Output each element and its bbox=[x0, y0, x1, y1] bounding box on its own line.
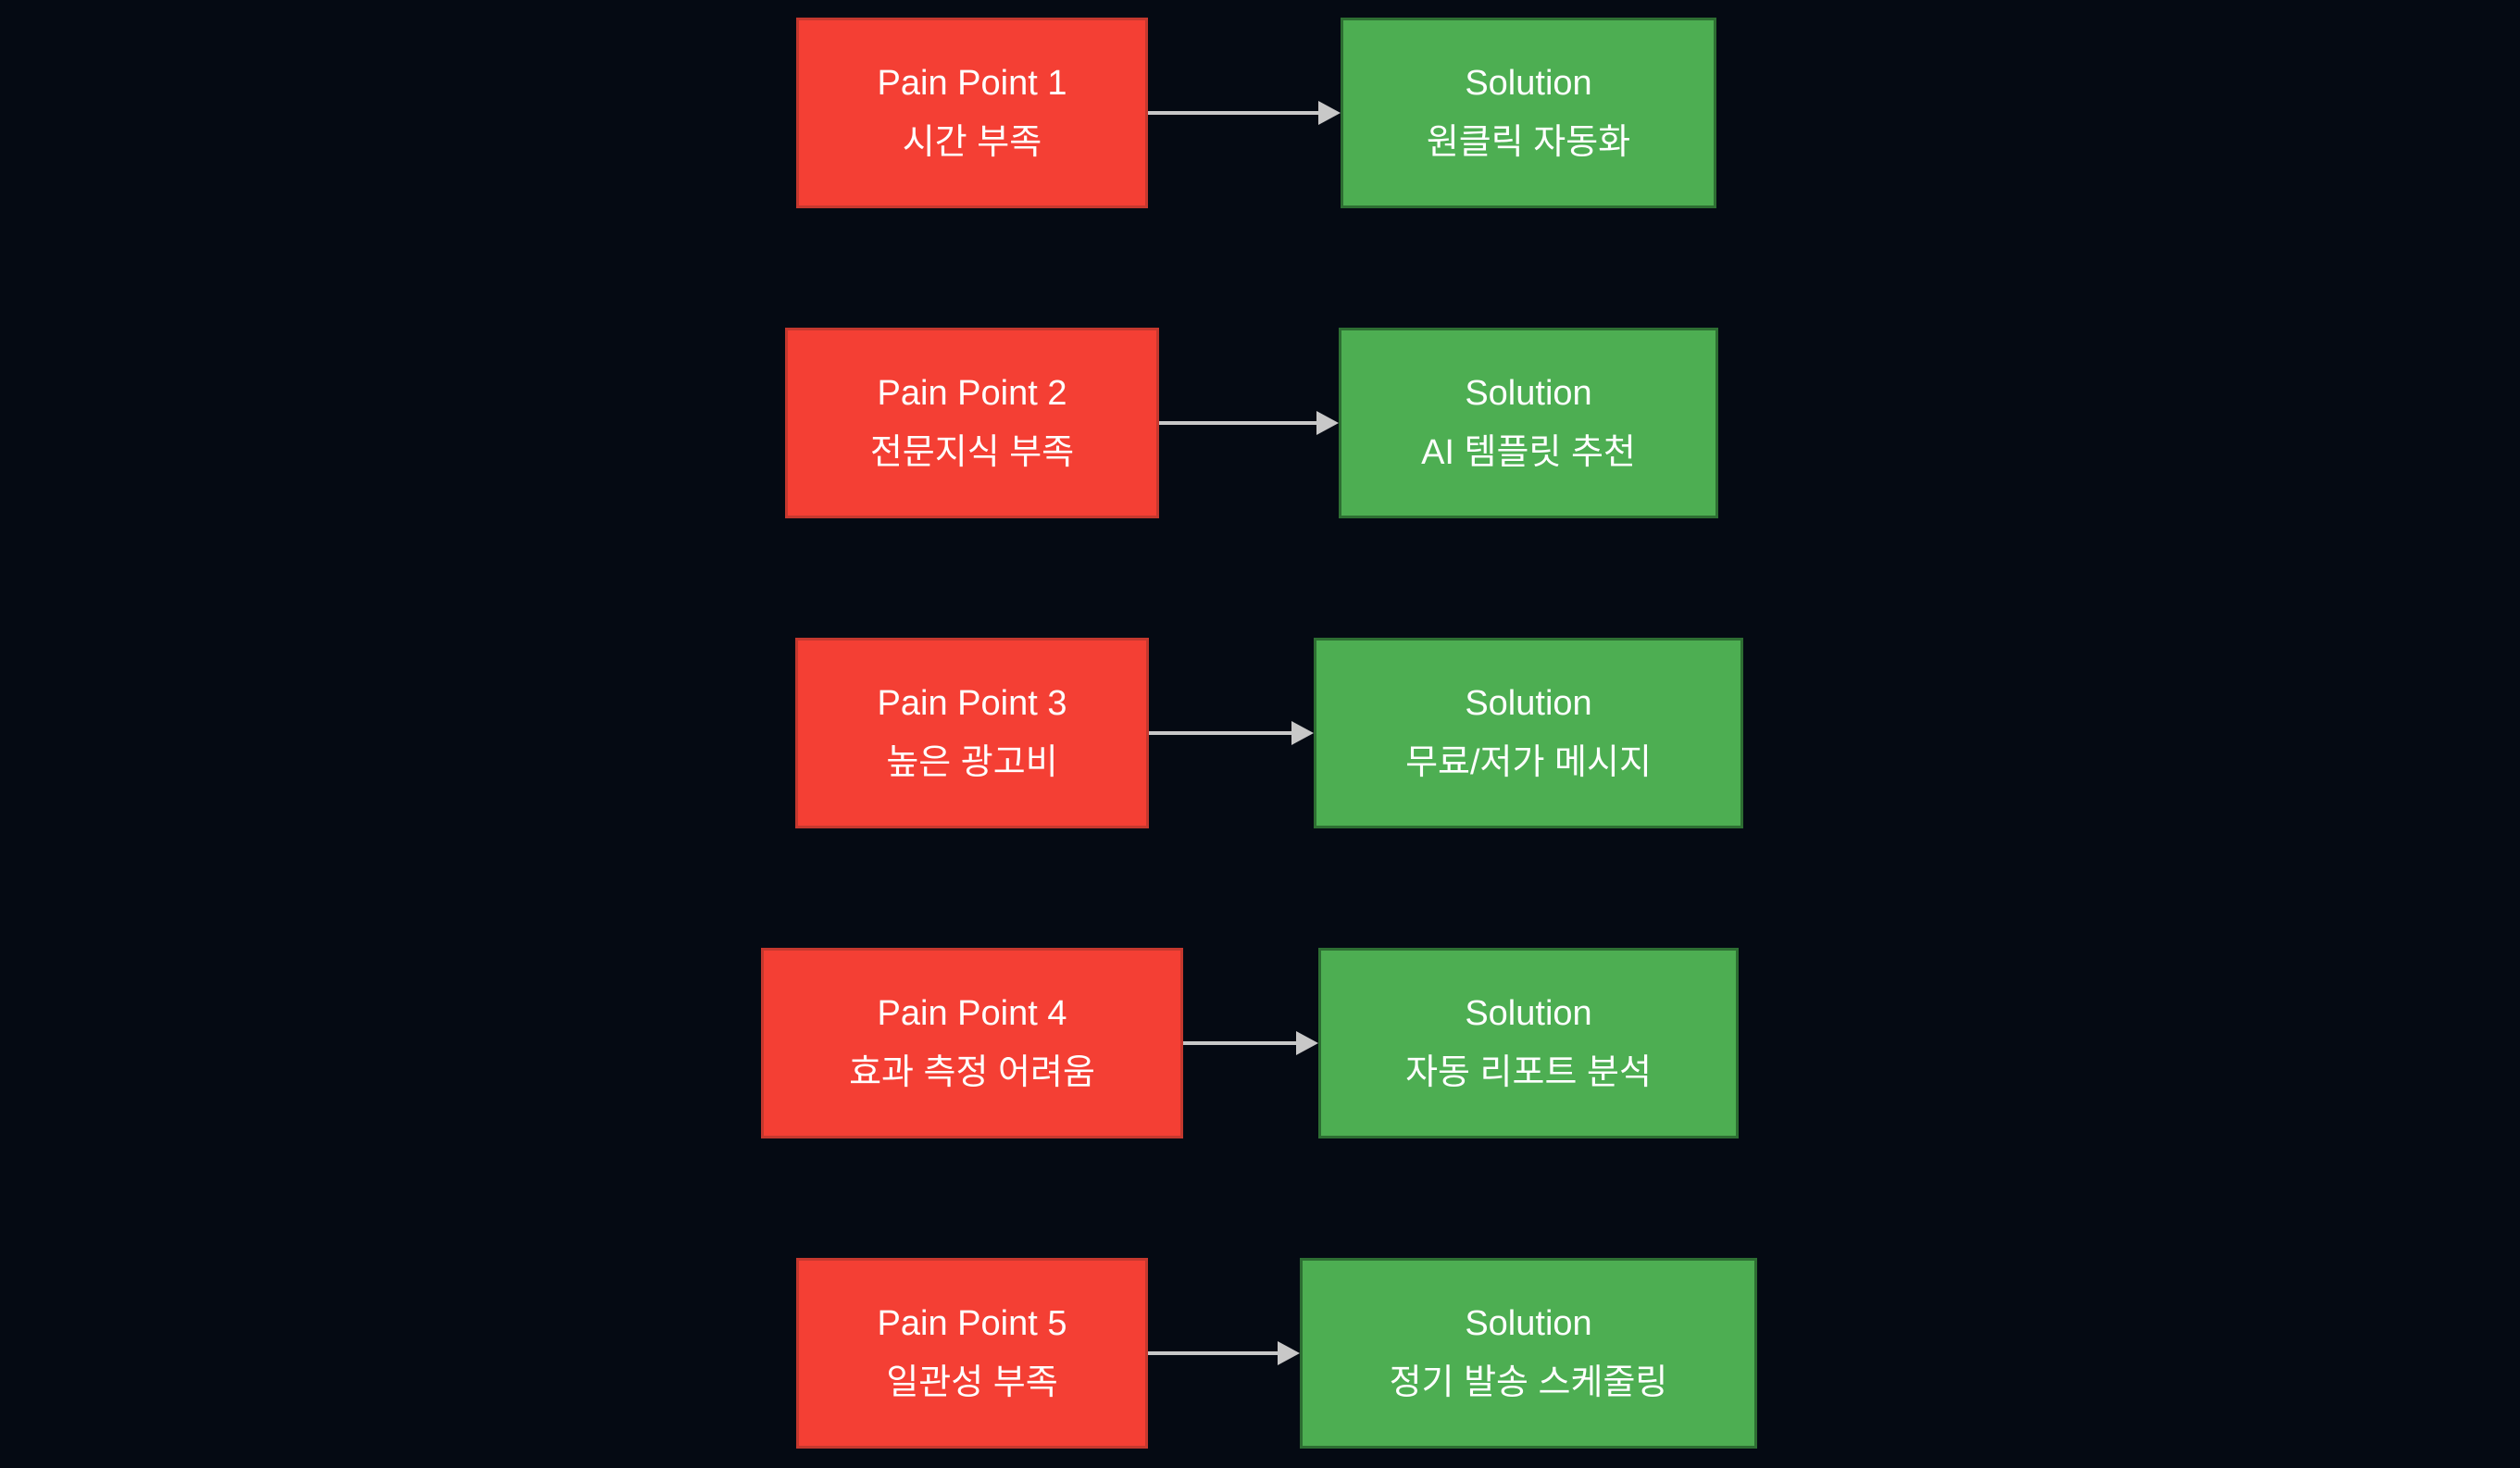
arrow-line bbox=[1149, 731, 1295, 735]
pain-point-title: Pain Point 1 bbox=[877, 64, 1067, 103]
pain-point-title: Pain Point 5 bbox=[877, 1304, 1067, 1343]
solution-subtitle: 자동 리포트 분석 bbox=[1405, 1053, 1652, 1092]
pain-point-subtitle: 일관성 부족 bbox=[886, 1363, 1058, 1402]
pain-point-3-box: Pain Point 3 높은 광고비 bbox=[795, 638, 1149, 828]
pain-point-subtitle: 전문지식 부족 bbox=[869, 433, 1075, 472]
solution-2-box: Solution AI 템플릿 추천 bbox=[1339, 328, 1718, 518]
pain-point-title: Pain Point 2 bbox=[877, 374, 1067, 413]
pain-point-title: Pain Point 3 bbox=[877, 684, 1067, 723]
solution-title: Solution bbox=[1465, 64, 1592, 103]
pain-point-1-box: Pain Point 1 시간 부족 bbox=[796, 18, 1148, 208]
mapping-row-3: Pain Point 3 높은 광고비 Solution 무료/저가 메시지 bbox=[0, 638, 2520, 828]
mapping-row-4: Pain Point 4 효과 측정 어려움 Solution 자동 리포트 분… bbox=[0, 948, 2520, 1138]
pain-point-2-box: Pain Point 2 전문지식 부족 bbox=[785, 328, 1159, 518]
arrowhead-icon bbox=[1278, 1341, 1300, 1365]
mapping-row-5: Pain Point 5 일관성 부족 Solution 정기 발송 스케줄링 bbox=[0, 1258, 2520, 1449]
solution-subtitle: AI 템플릿 추천 bbox=[1421, 433, 1636, 472]
solution-3-box: Solution 무료/저가 메시지 bbox=[1314, 638, 1743, 828]
solution-subtitle: 정기 발송 스케줄링 bbox=[1389, 1363, 1668, 1402]
arrow-line bbox=[1148, 111, 1322, 115]
pain-point-subtitle: 시간 부족 bbox=[902, 123, 1042, 162]
solution-subtitle: 무료/저가 메시지 bbox=[1405, 743, 1652, 782]
solution-4-box: Solution 자동 리포트 분석 bbox=[1318, 948, 1739, 1138]
mapping-row-2: Pain Point 2 전문지식 부족 Solution AI 템플릿 추천 bbox=[0, 328, 2520, 518]
arrowhead-icon bbox=[1318, 101, 1341, 125]
solution-5-box: Solution 정기 발송 스케줄링 bbox=[1300, 1258, 1757, 1449]
solution-title: Solution bbox=[1465, 1304, 1592, 1343]
pain-point-4-box: Pain Point 4 효과 측정 어려움 bbox=[761, 948, 1183, 1138]
pain-point-subtitle: 높은 광고비 bbox=[886, 743, 1058, 782]
arrow-line bbox=[1148, 1351, 1281, 1355]
solution-title: Solution bbox=[1465, 994, 1592, 1033]
arrowhead-icon bbox=[1291, 721, 1314, 745]
solution-title: Solution bbox=[1465, 374, 1592, 413]
solution-subtitle: 원클릭 자동화 bbox=[1426, 123, 1631, 162]
solution-title: Solution bbox=[1465, 684, 1592, 723]
arrowhead-icon bbox=[1316, 411, 1339, 435]
pain-point-title: Pain Point 4 bbox=[877, 994, 1067, 1033]
pain-point-5-box: Pain Point 5 일관성 부족 bbox=[796, 1258, 1148, 1449]
pain-point-subtitle: 효과 측정 어려움 bbox=[849, 1053, 1095, 1092]
solution-1-box: Solution 원클릭 자동화 bbox=[1341, 18, 1716, 208]
mapping-row-1: Pain Point 1 시간 부족 Solution 원클릭 자동화 bbox=[0, 18, 2520, 208]
arrow-line bbox=[1183, 1041, 1300, 1045]
arrowhead-icon bbox=[1296, 1031, 1318, 1055]
arrow-line bbox=[1159, 421, 1320, 425]
